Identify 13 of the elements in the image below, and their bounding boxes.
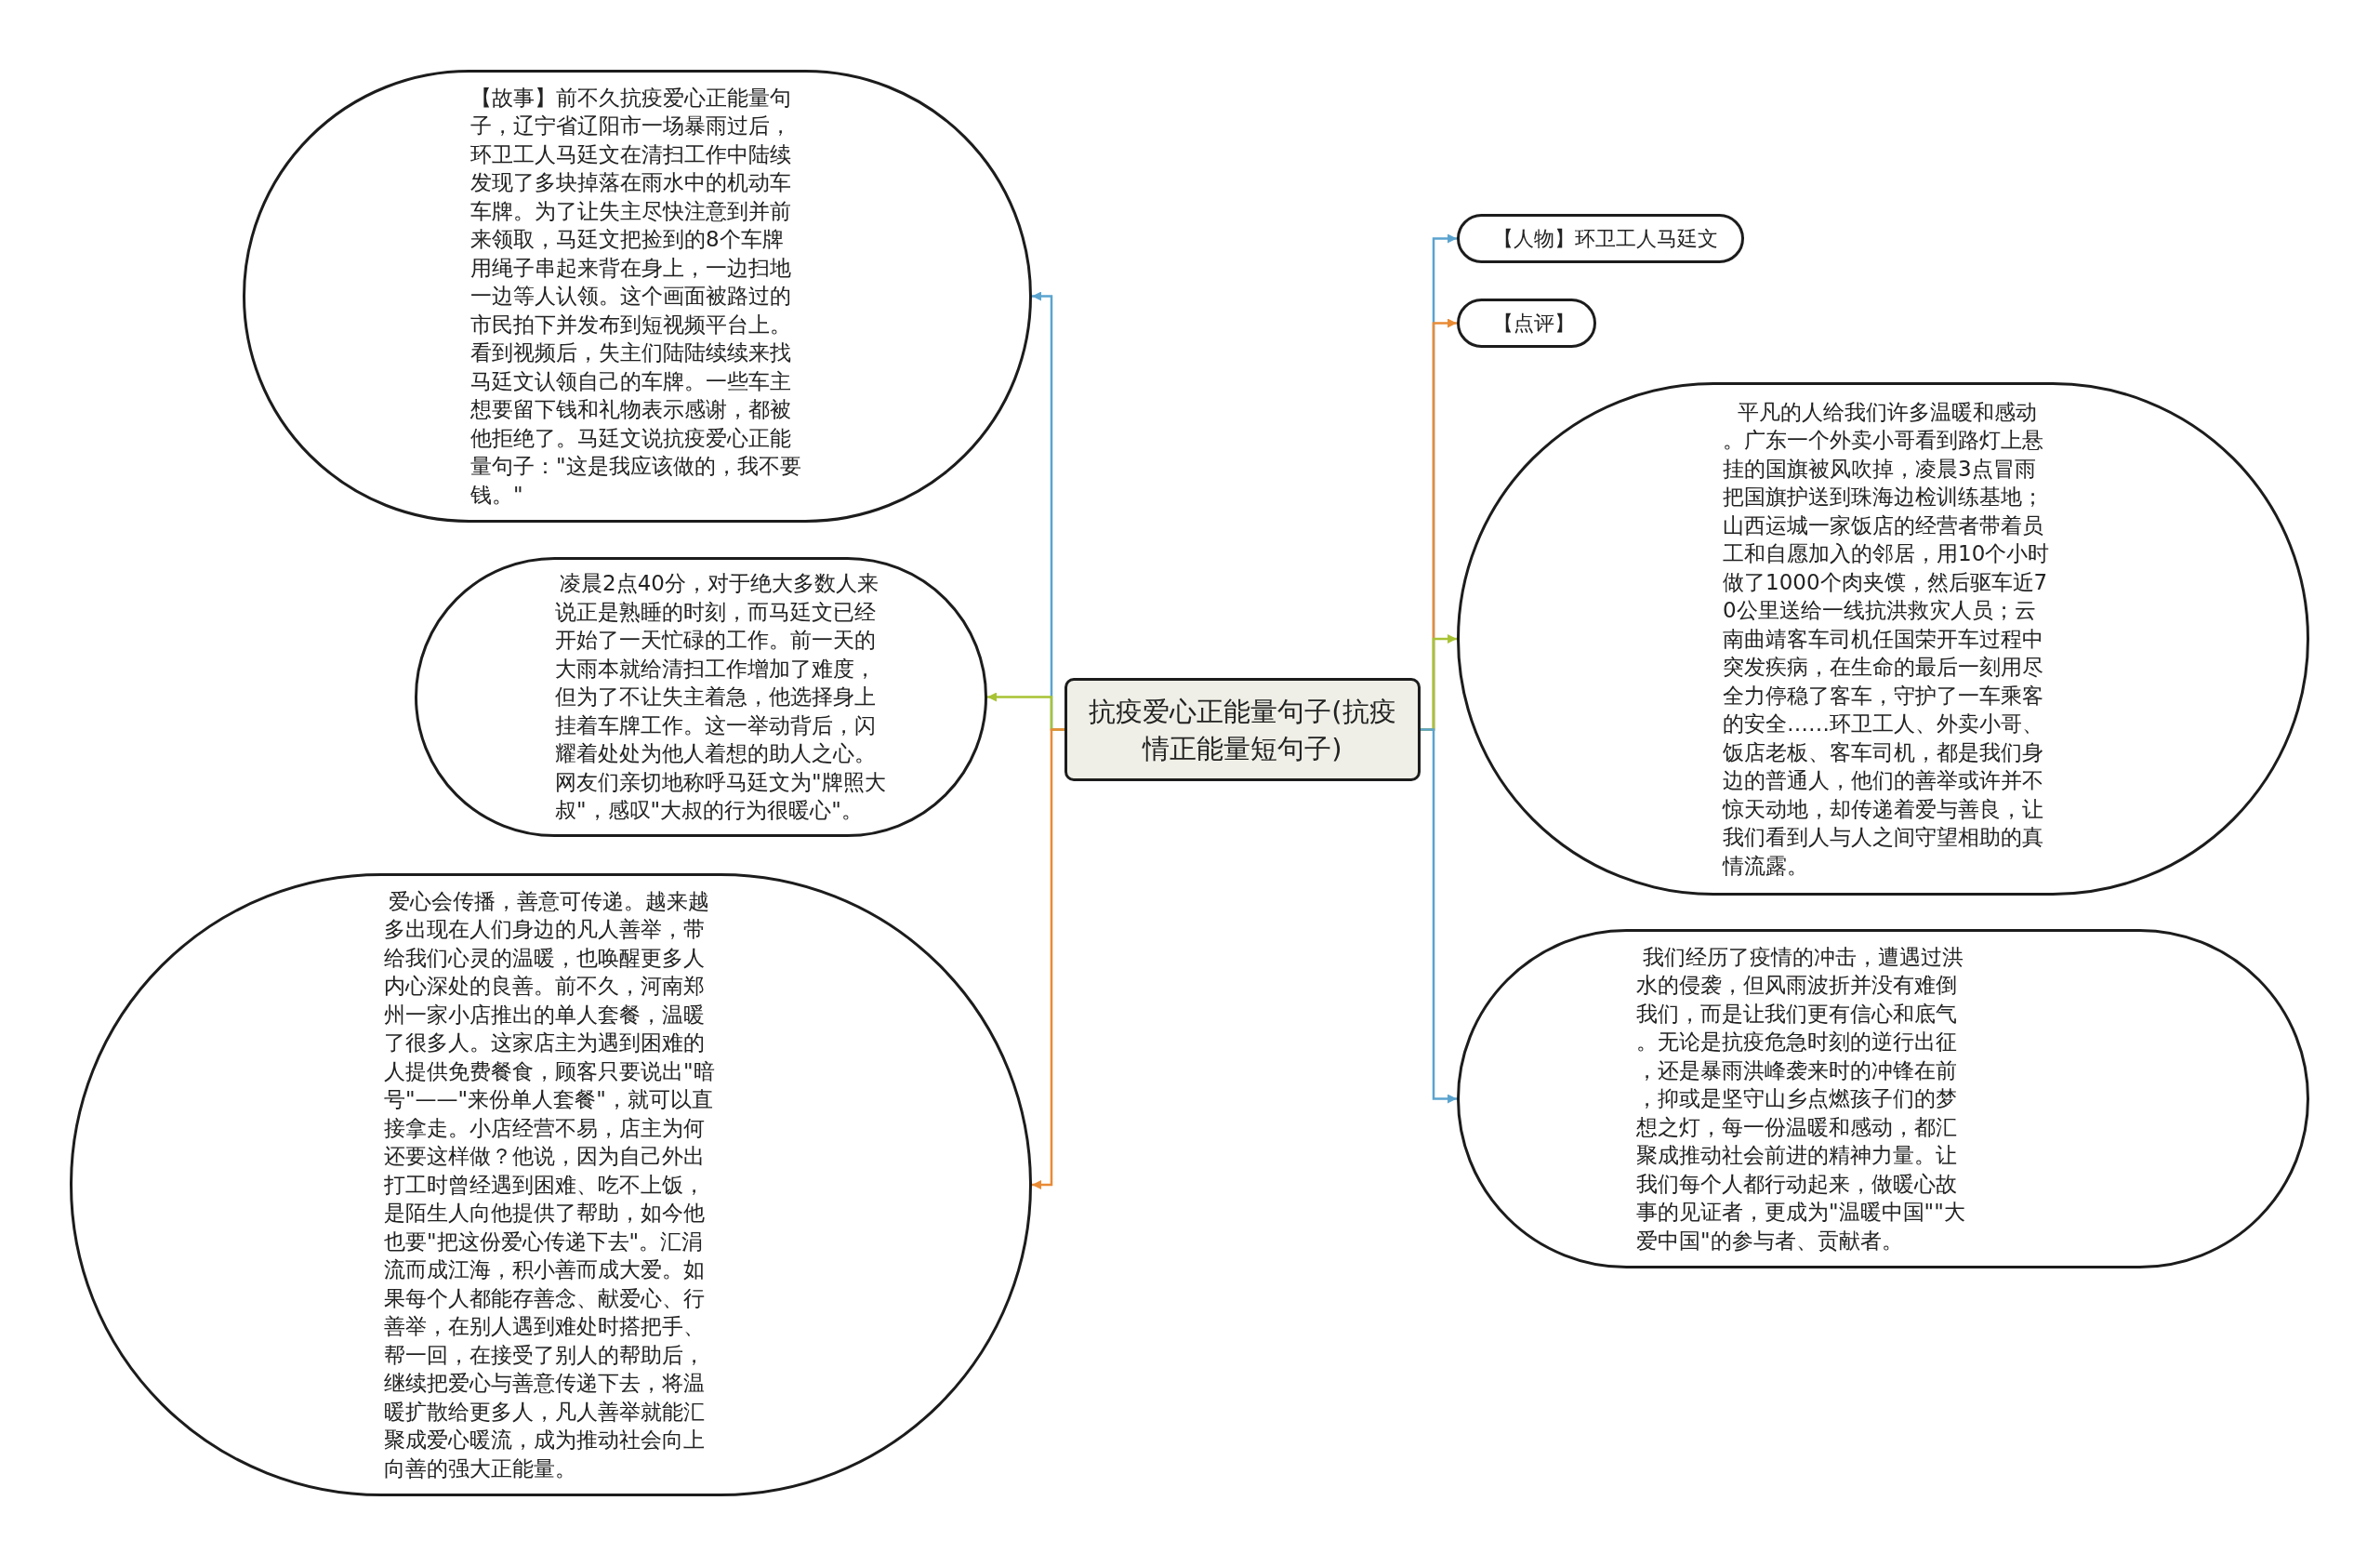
connector-arrow	[1032, 728, 1064, 1189]
node-text: 凌晨2点40分，对于绝大多数人来说正是熟睡的时刻，而马廷文已经开始了一天忙碌的工作。前一天的大雨本就给清扫工作增加了难度，但为了不让失主着急，他选择身上挂着车牌工作。这一举动背后，闪耀着处处为他人着想的助人之心。网友们亲切地称呼马廷文为"牌照大叔"，感叹"大叔的行为很暖心"。	[555, 570, 887, 825]
root-topic-box	[1064, 678, 1421, 781]
node-text: 【人物】环卫工人马廷文	[1493, 225, 1718, 252]
node-text: 爱心会传播，善意可传递。越来越多出现在人们身边的凡人善举，带给我们心灵的温暖，也唤醒更多人内心深处的良善。前不久，河南郑州一家小店推出的单人套餐，温暖了很多人。这家店主为遇到困难的人提供免费餐食，顾客只要说出"暗号"——"来份单人套餐"，就可以直接拿走。小店经营不易，店主为何还要这样做？他说，因为自己外出打工时曾经遇到困难、吃不上饭，是陌生人向他提供了帮助，如今他也要"把这份爱心传递下去"。汇涓流而成江海，积小善而成大爱。如果每个人都能存善念、献爱心、行善举，在别人遇到难处时搭把手、帮一回，在接受了别人的帮助后，继续把爱心与善意传递下去，将温暖扩散给更多人，凡人善举就能汇聚成爱心暖流，成为推动社会向上向善的强大正能量。	[384, 887, 716, 1482]
rounded-tag-node	[1457, 214, 1744, 263]
node-text: 平凡的人给我们许多温暖和感动。广东一个外卖小哥看到路灯上悬挂的国旗被风吹掉，凌晨3点冒雨把国旗护送到珠海边检训练基地；山西运城一家饭店的经营者带着员工和自愿加入的邻居，用10个小时做了1000个肉夹馍，然后驱车近70公里送给一线抗洪救灾人员；云南曲靖客车司机任国荣开车过程中突发疾病，在生命的最后一刻用尽全力停稳了客车，守护了一车乘客的安全……环卫工人、外卖小哥、饭店老板、客车司机，都是我们身边的普通人，他们的善举或许并不惊天动地，却传递着爱与善良，让我们看到人与人之间守望相助的真情流露。	[1723, 398, 2051, 880]
rounded-tag-node	[1457, 299, 1596, 348]
topic-text: 抗疫爱心正能量句子(抗疫情正能量短句子)	[1088, 694, 1397, 766]
node-text: 【故事】前不久抗疫爱心正能量句子，辽宁省辽阳市一场暴雨过后，环卫工人马廷文在清扫工作中陆续发现了多块掉落在雨水中的机动车车牌。为了让失主尽快注意到并前来领取，马廷文把捡到的8个车牌用绳子串起来背在身上，一边扫地一边等人认领。这个画面被路过的市民拍下并发布到短视频平台上。看到视频后，失主们陆陆续续来找马廷文认领自己的车牌。一些车主想要留下钱和礼物表示感谢，都被他拒绝了。马廷文说抗疫爱心正能量句子："这是我应该做的，我不要钱。"	[470, 84, 802, 509]
connector-arrow	[1421, 728, 1457, 1104]
node-text: 【点评】	[1493, 310, 1575, 337]
node-text: 我们经历了疫情的冲击，遭遇过洪水的侵袭，但风雨波折并没有难倒我们，而是让我们更有信心和底气。无论是抗疫危急时刻的逆行出征，还是暴雨洪峰袭来时的冲锋在前，抑或是坚守山乡点燃孩子们的梦想之灯，每一份温暖和感动，都汇聚成推动社会前进的精神力量。让我们每个人都行动起来，做暖心故事的见证者，更成为"温暖中国""大爱中国"的参与者、贡献者。	[1636, 943, 1966, 1255]
